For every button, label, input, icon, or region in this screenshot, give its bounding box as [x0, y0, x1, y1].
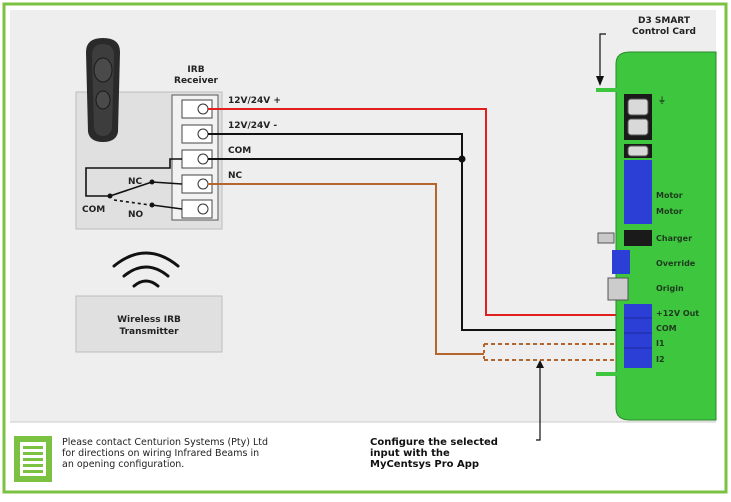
wire-junction	[458, 155, 466, 163]
relay-contacts	[85, 158, 183, 210]
configure-callout: Configure the selected input with the My…	[370, 437, 550, 470]
controller-title-line2: Control Card	[632, 27, 696, 37]
ground-symbol-icon: ⏚	[658, 96, 666, 105]
wire-negative	[208, 133, 620, 331]
wire-label-nc: NC	[228, 171, 243, 181]
remote-fob-image	[86, 38, 120, 142]
control-board	[596, 51, 717, 421]
receiver-title-line2: Receiver	[174, 76, 219, 86]
controller-label-motor-1: Motor	[656, 191, 683, 200]
controller-label-i2: I2	[656, 355, 665, 364]
wire-positive	[208, 108, 620, 316]
wire-label-com: COM	[228, 146, 251, 156]
relay-no-label: NO	[128, 210, 144, 220]
controller-label-com: COM	[656, 324, 677, 333]
configure-line3: MyCentsys Pro App	[370, 459, 480, 470]
configure-pointer-line	[536, 364, 541, 441]
configure-line1: Configure the selected	[370, 437, 498, 448]
relay-nc-label: NC	[128, 177, 143, 187]
controller-label-12v-out: +12V Out	[656, 309, 699, 318]
wire-label-neg: 12V/24V -	[228, 121, 277, 131]
relay-com-label: COM	[82, 205, 105, 215]
transmitter-label-line2: Transmitter	[119, 327, 179, 337]
wire-nc	[208, 183, 484, 355]
footer-note-line1: Please contact Centurion Systems (Pty) L…	[62, 437, 269, 448]
controller-label-override: Override	[656, 259, 696, 268]
footer-note: Please contact Centurion Systems (Pty) L…	[62, 437, 362, 470]
controller-label-i1: I1	[656, 339, 665, 348]
footer-note-line3: an opening configuration.	[62, 459, 185, 470]
configure-pointer-arrow	[536, 360, 544, 368]
wire-label-pos: 12V/24V +	[228, 96, 281, 106]
configure-line2: input with the	[370, 448, 450, 459]
footer-note-line2: for directions on wiring Infrared Beams …	[62, 448, 260, 459]
receiver-title-line1: IRB	[187, 65, 204, 75]
receiver-terminal-block	[171, 94, 219, 221]
controller-label-charger: Charger	[656, 234, 692, 243]
transmitter-label-line1: Wireless IRB	[117, 315, 181, 325]
controller-title-line1: D3 SMART	[638, 16, 691, 26]
controller-label-origin: Origin	[656, 284, 684, 293]
transmitter-box	[75, 295, 223, 353]
controller-pointer-line	[599, 33, 606, 80]
info-document-icon	[14, 436, 52, 482]
controller-pointer-arrow	[596, 76, 604, 86]
controller-label-motor-2: Motor	[656, 207, 683, 216]
wifi-icon	[112, 251, 180, 288]
